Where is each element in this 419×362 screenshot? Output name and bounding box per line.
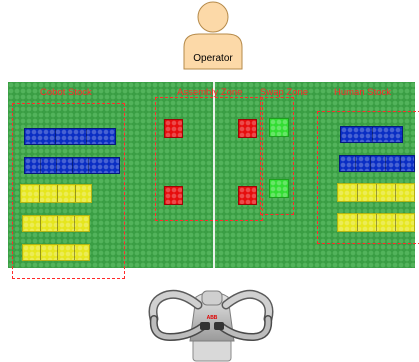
- assembly-zone-outline: [155, 97, 263, 221]
- swap-zone-outline: [260, 97, 294, 215]
- robot-icon: ABB: [148, 289, 274, 362]
- cobot-yellow-brick-3: [22, 244, 90, 261]
- swap-green-brick-1: [269, 118, 289, 137]
- cobot-blue-brick-2: [24, 157, 120, 174]
- human-blue-brick-1: [340, 126, 403, 143]
- cobot-stock-zone-outline: [12, 103, 125, 279]
- swap-zone-label: Swap Zone: [260, 87, 309, 98]
- robot-logo: ABB: [207, 315, 218, 321]
- assembly-red-brick-2: [238, 119, 257, 138]
- lego-board: [8, 82, 415, 268]
- cobot-yellow-brick-1: [20, 184, 92, 203]
- operator-icon: [183, 1, 243, 70]
- assembly-red-brick-4: [238, 186, 257, 205]
- human-stock-zone-outline: [317, 111, 419, 244]
- cobot-blue-brick-1: [24, 128, 116, 145]
- cobot-stock-label: Cobot Stock: [40, 87, 92, 98]
- assembly-zone-label: Assembly Zone: [177, 87, 243, 98]
- swap-green-brick-2: [269, 179, 289, 198]
- assembly-red-brick-1: [164, 119, 183, 138]
- operator-label: Operator: [193, 53, 233, 64]
- board-divider: [213, 82, 215, 268]
- human-stock-label: Human Stock: [334, 87, 392, 98]
- assembly-red-brick-3: [164, 186, 183, 205]
- human-yellow-brick-2: [337, 213, 415, 232]
- human-blue-brick-2: [339, 155, 415, 172]
- human-yellow-brick-1: [337, 183, 415, 202]
- cobot-yellow-brick-2: [22, 215, 90, 232]
